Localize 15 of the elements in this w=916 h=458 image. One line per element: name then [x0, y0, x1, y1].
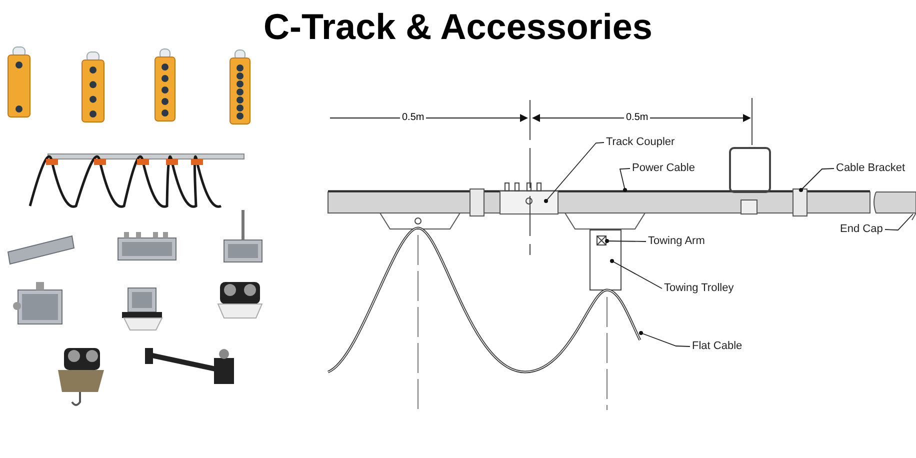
title: C-Track & Accessories: [262, 6, 654, 48]
leader-line: [639, 331, 690, 347]
callout-label: Power Cable: [632, 162, 695, 175]
callout-label: Flat Cable: [692, 340, 742, 353]
leader-line: [544, 142, 604, 203]
leader-line: [884, 214, 914, 230]
callout-label: Towing Arm: [648, 235, 705, 248]
callout-label: Cable Bracket: [836, 162, 906, 175]
leader-line: [610, 259, 662, 289]
callout-label: Track Coupler: [606, 136, 675, 149]
callout-label: Towing Trolley: [664, 282, 734, 295]
leader-line: [619, 168, 630, 192]
callout-label: End Cap: [840, 223, 883, 236]
leader-line: [799, 168, 834, 192]
leader-line: [605, 239, 646, 243]
